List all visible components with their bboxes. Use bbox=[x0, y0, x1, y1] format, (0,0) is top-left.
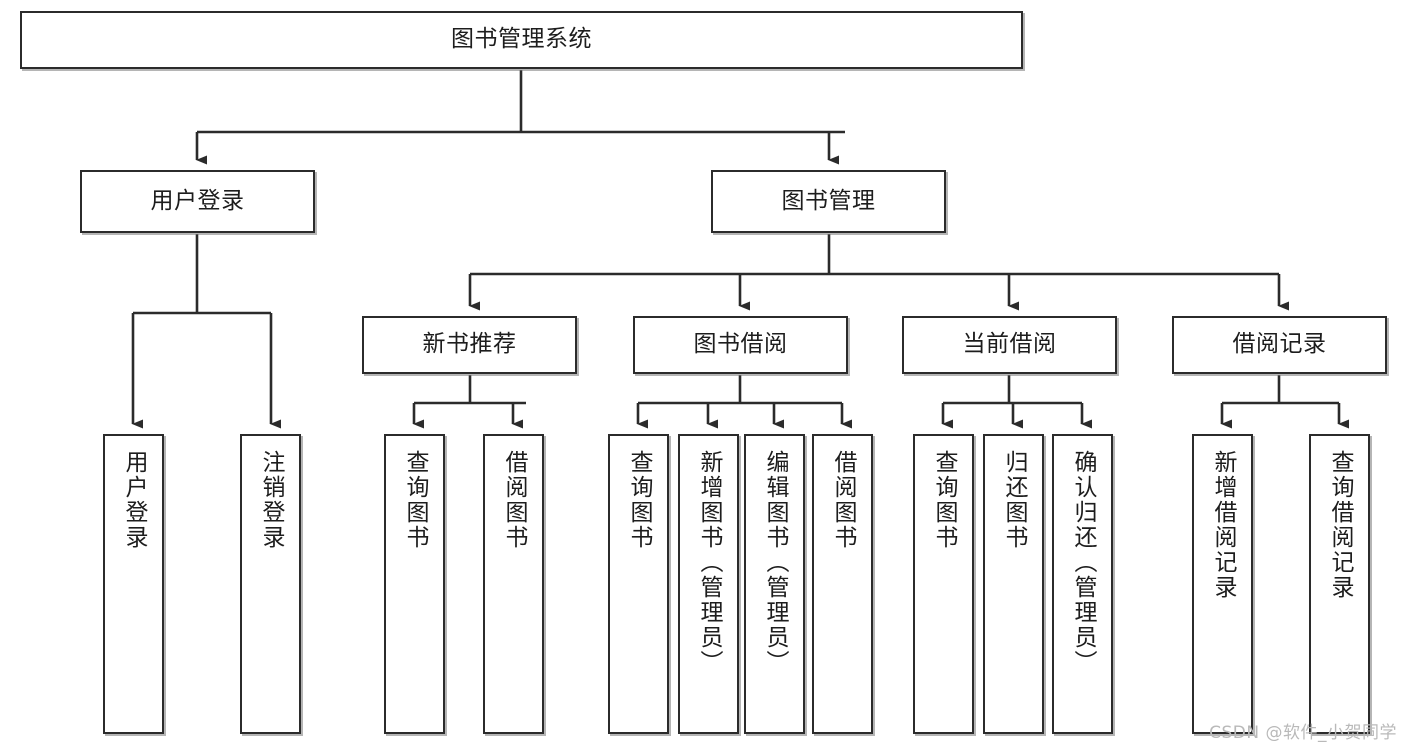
leaf-edit-book-label: 编辑图书（管理员） bbox=[762, 450, 788, 675]
leaf-add-book[interactable]: 新增图书（管理员） bbox=[678, 434, 739, 734]
node-root[interactable]: 图书管理系统 bbox=[20, 11, 1023, 69]
leaf-user-login[interactable]: 用户登录 bbox=[103, 434, 164, 734]
node-book-management-label: 图书管理 bbox=[781, 187, 876, 214]
node-current-borrow[interactable]: 当前借阅 bbox=[902, 316, 1117, 374]
leaf-logout[interactable]: 注销登录 bbox=[240, 434, 301, 734]
leaf-return-book-label: 归还图书 bbox=[1001, 450, 1027, 550]
leaf-user-login-label: 用户登录 bbox=[121, 450, 147, 550]
leaf-query-book-3[interactable]: 查询图书 bbox=[913, 434, 974, 734]
node-borrow-record-label: 借阅记录 bbox=[1232, 331, 1327, 358]
node-book-management[interactable]: 图书管理 bbox=[711, 170, 946, 233]
leaf-query-book-3-label: 查询图书 bbox=[931, 450, 957, 550]
leaf-borrow-book-1-label: 借阅图书 bbox=[501, 450, 527, 550]
leaf-return-book[interactable]: 归还图书 bbox=[983, 434, 1044, 734]
leaf-query-book-2-label: 查询图书 bbox=[626, 450, 652, 550]
leaf-borrow-book-2-label: 借阅图书 bbox=[830, 450, 856, 550]
node-new-book-recommend-label: 新书推荐 bbox=[422, 331, 517, 358]
leaf-query-book-1[interactable]: 查询图书 bbox=[384, 434, 445, 734]
node-root-label: 图书管理系统 bbox=[451, 26, 592, 53]
leaf-add-record[interactable]: 新增借阅记录 bbox=[1192, 434, 1253, 734]
node-borrow-record[interactable]: 借阅记录 bbox=[1172, 316, 1387, 374]
leaf-edit-book[interactable]: 编辑图书（管理员） bbox=[744, 434, 805, 734]
node-user-login-label: 用户登录 bbox=[150, 187, 245, 214]
node-book-borrow-label: 图书借阅 bbox=[693, 331, 788, 358]
leaf-logout-label: 注销登录 bbox=[258, 450, 284, 550]
leaf-confirm-return[interactable]: 确认归还（管理员） bbox=[1052, 434, 1113, 734]
leaf-borrow-book-2[interactable]: 借阅图书 bbox=[812, 434, 873, 734]
node-user-login[interactable]: 用户登录 bbox=[80, 170, 315, 233]
node-book-borrow[interactable]: 图书借阅 bbox=[633, 316, 848, 374]
node-current-borrow-label: 当前借阅 bbox=[962, 331, 1057, 358]
leaf-query-book-1-label: 查询图书 bbox=[402, 450, 428, 550]
leaf-query-record[interactable]: 查询借阅记录 bbox=[1309, 434, 1370, 734]
leaf-query-book-2[interactable]: 查询图书 bbox=[608, 434, 669, 734]
leaf-confirm-return-label: 确认归还（管理员） bbox=[1070, 450, 1096, 675]
leaf-borrow-book-1[interactable]: 借阅图书 bbox=[483, 434, 544, 734]
leaf-query-record-label: 查询借阅记录 bbox=[1327, 450, 1353, 600]
leaf-add-record-label: 新增借阅记录 bbox=[1210, 450, 1236, 600]
node-new-book-recommend[interactable]: 新书推荐 bbox=[362, 316, 577, 374]
leaf-add-book-label: 新增图书（管理员） bbox=[696, 450, 722, 675]
